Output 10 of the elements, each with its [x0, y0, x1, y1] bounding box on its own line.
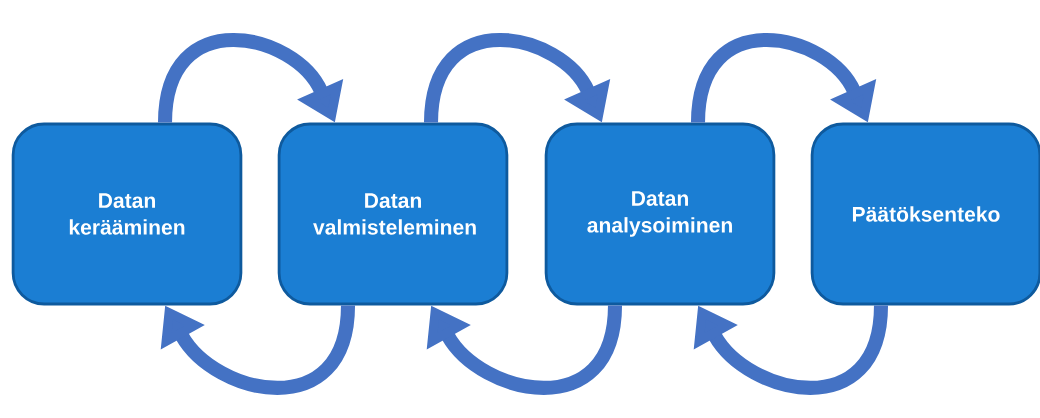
process-box: Datan analysoiminen — [544, 122, 776, 306]
curved-arrow — [693, 304, 888, 395]
curved-arrow — [160, 304, 355, 395]
curved-arrow — [158, 33, 344, 124]
curved-arrow — [424, 32, 611, 124]
process-box: Datan kerääminen — [11, 122, 243, 306]
curved-arrow — [426, 304, 622, 395]
curved-arrow — [691, 33, 877, 124]
process-box: Päätöksenteko — [810, 122, 1040, 306]
process-box: Datan valmisteleminen — [277, 122, 509, 306]
